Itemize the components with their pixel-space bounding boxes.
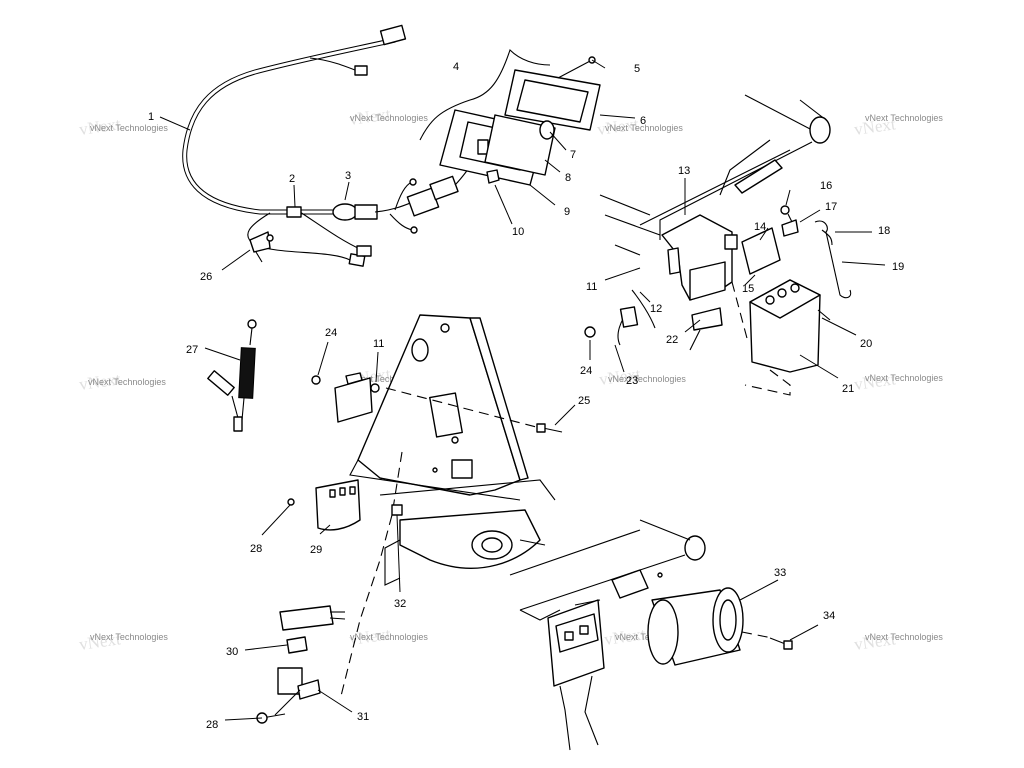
callout-26: 26 (200, 271, 212, 283)
screw-28 (287, 498, 295, 506)
battery-cable-12 (584, 289, 656, 346)
callout-14: 14 (754, 221, 766, 233)
callout-34: 34 (823, 610, 835, 622)
svg-text:vNext Technologies: vNext Technologies (350, 374, 428, 384)
callout-28-lower: 28 (206, 719, 218, 731)
callout-17: 17 (825, 201, 837, 213)
relay-bracket-31 (256, 667, 321, 724)
callout-8: 8 (565, 172, 571, 184)
battery (749, 279, 831, 373)
rear-frame (599, 94, 831, 256)
callout-7: 7 (570, 149, 576, 161)
harness-clip (286, 206, 302, 218)
callout-3: 3 (345, 170, 351, 182)
harness-connector-3 (332, 203, 378, 221)
grommet-10 (486, 169, 500, 184)
callout-20: 20 (860, 338, 872, 350)
callout-29: 29 (310, 544, 322, 556)
harness-connector (379, 24, 407, 46)
callout-10: 10 (512, 226, 524, 238)
callout-22: 22 (666, 334, 678, 346)
harness-connector (354, 65, 368, 76)
battery-pad (741, 227, 781, 275)
resistor-27 (207, 319, 257, 432)
taillight-lens (504, 69, 601, 131)
callout-labels: 1 2 3 4 5 6 7 8 9 10 26 27 24 11 25 28 2… (148, 61, 904, 731)
callout-18: 18 (878, 225, 890, 237)
relay-30 (279, 605, 346, 654)
nut-24 (584, 326, 596, 338)
svg-text:vNext Technologies: vNext Technologies (608, 374, 686, 384)
svg-text:vNext Technologies: vNext Technologies (88, 377, 166, 387)
harness-connector (356, 245, 372, 257)
lens-screw (557, 56, 596, 79)
svg-text:vNext Technologies: vNext Technologies (865, 632, 943, 642)
svg-text:vNext Technologies: vNext Technologies (605, 123, 683, 133)
callout-2: 2 (289, 173, 295, 185)
callout-28-upper: 28 (250, 543, 262, 555)
leader-lines (159, 59, 886, 721)
callout-31: 31 (357, 711, 369, 723)
callout-30: 30 (226, 646, 238, 658)
callout-16: 16 (820, 180, 832, 192)
bolt-11 (370, 383, 380, 393)
svg-text:vNext Technologies: vNext Technologies (865, 373, 943, 383)
starter-motor-33 (647, 587, 744, 666)
callout-4: 4 (453, 61, 459, 73)
callout-27: 27 (186, 344, 198, 356)
callout-13: 13 (678, 165, 690, 177)
callout-19: 19 (892, 261, 904, 273)
callout-21: 21 (842, 383, 854, 395)
callout-1: 1 (148, 111, 154, 123)
nut-24 (311, 375, 321, 385)
callout-5: 5 (634, 63, 640, 75)
solenoid-box (547, 599, 605, 751)
svg-text:vNext Technologies: vNext Technologies (865, 113, 943, 123)
callout-25: 25 (578, 395, 590, 407)
callout-6: 6 (640, 115, 646, 127)
svg-text:vNext Technologies: vNext Technologies (90, 123, 168, 133)
lower-frame (509, 519, 706, 621)
taillight-plug (429, 175, 459, 201)
svg-text:vNext Technologies: vNext Technologies (350, 113, 428, 123)
bolt-34 (769, 637, 793, 650)
battery-strap (814, 220, 852, 299)
grommet-32 (391, 504, 403, 516)
callout-32: 32 (394, 598, 406, 610)
taillight-gasket (484, 114, 556, 176)
taillight-bulb (539, 120, 555, 140)
callout-11-right: 11 (586, 281, 597, 293)
taillight-assembly (419, 48, 601, 186)
svg-text:vNext Technologies: vNext Technologies (350, 632, 428, 642)
callout-11-left: 11 (373, 338, 384, 350)
callout-12: 12 (650, 303, 662, 315)
terminal-connector-26 (249, 231, 274, 263)
cover-29 (287, 479, 361, 531)
callout-15: 15 (742, 283, 754, 295)
battery-box (661, 214, 738, 351)
callout-33: 33 (774, 567, 786, 579)
voltage-regulator (311, 372, 380, 423)
callout-24-left: 24 (325, 327, 337, 339)
svg-text:vNext Technologies: vNext Technologies (90, 632, 168, 642)
frame-mount-plate (349, 314, 556, 586)
bolt-25 (536, 423, 563, 433)
battery-vent (780, 205, 799, 237)
callout-24-right: 24 (580, 365, 592, 377)
wiring-harness (182, 24, 481, 267)
callout-23: 23 (626, 375, 638, 387)
callout-9: 9 (564, 206, 570, 218)
